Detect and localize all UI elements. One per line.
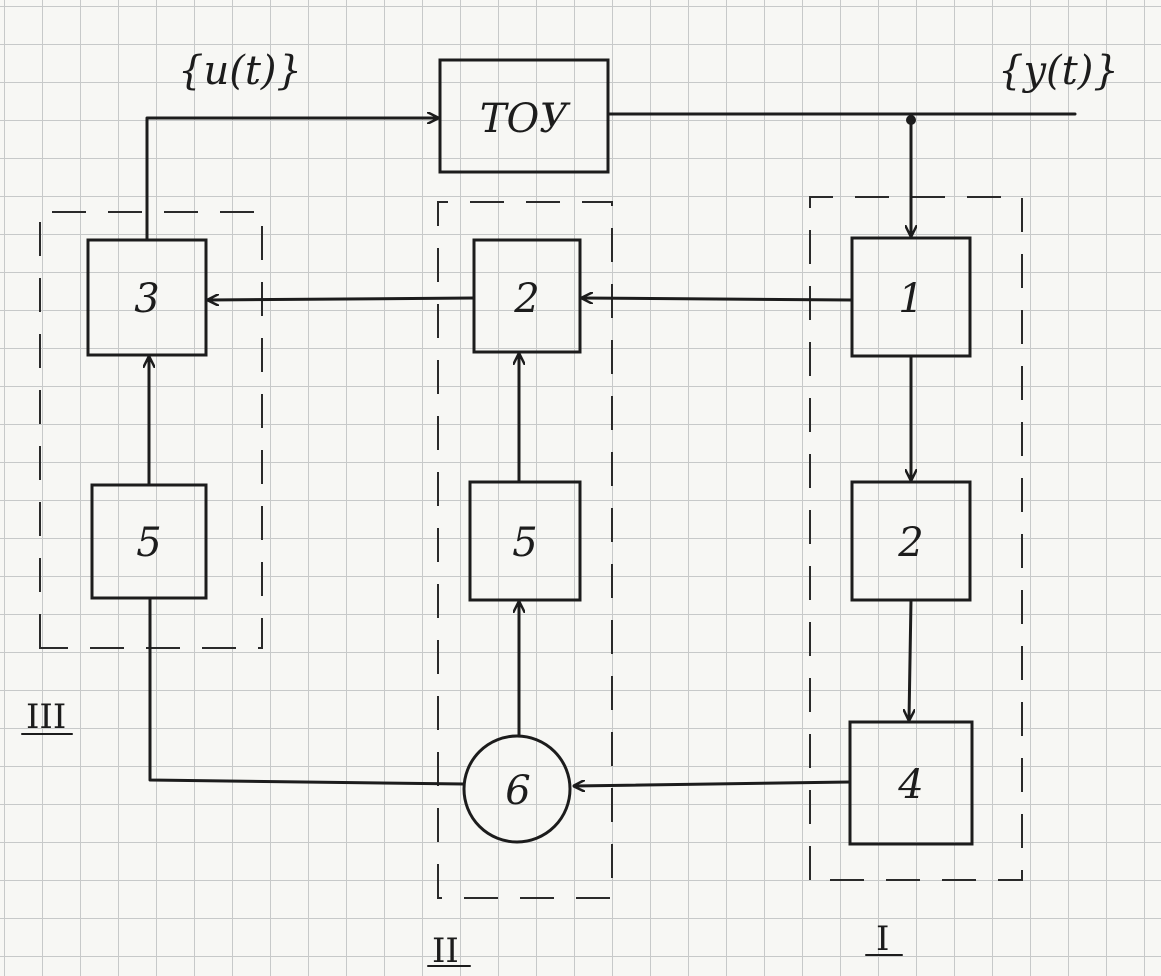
group-II-outline: [437, 201, 613, 899]
block-6-label: 6: [505, 768, 530, 814]
block-5-middle-label: 5: [512, 520, 537, 566]
group-I-outline: [809, 196, 1023, 881]
block-2-right-label: 2: [897, 520, 923, 566]
line-2mid-to-3: [206, 298, 476, 300]
block-5-middle: [468, 480, 582, 602]
line-6-to-5left: [148, 596, 466, 786]
plant-block: [438, 58, 610, 174]
group-III-outline: [39, 211, 263, 649]
block-5-left-label: 5: [136, 520, 161, 566]
block-3-label: 3: [134, 276, 159, 322]
output-signal-label: {y(t)}: [998, 48, 1119, 94]
plant-label: TOУ: [480, 96, 571, 142]
line-1-to-2mid: [580, 298, 854, 300]
group-III-label: III: [26, 697, 66, 737]
block-6: [462, 734, 572, 844]
line-4-to-6: [572, 782, 852, 786]
group-I-label: I: [876, 919, 889, 959]
input-signal-label: {u(t)}: [178, 48, 302, 94]
group-II-label: II: [432, 931, 459, 971]
block-2-middle: [472, 238, 582, 354]
block-1-label: 1: [898, 276, 923, 322]
block-2-middle-label: 2: [513, 276, 539, 322]
line-3-to-plant: [145, 118, 440, 242]
line-2right-to-4: [909, 598, 911, 722]
block-4-label: 4: [897, 762, 923, 808]
